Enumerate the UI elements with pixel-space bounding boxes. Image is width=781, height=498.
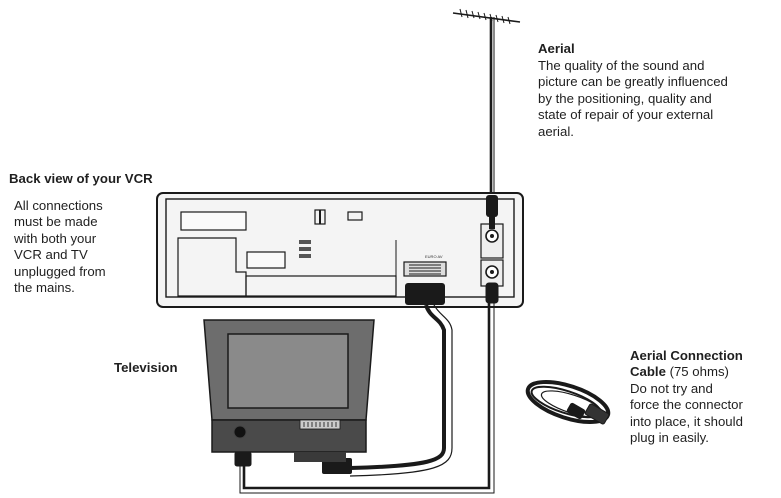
cable-title-word: Cable (630, 364, 666, 379)
aerial-description: The quality of the sound and picture can… (538, 58, 728, 139)
vcr-title: Back view of your VCR (9, 171, 153, 186)
aerial-title: Aerial (538, 41, 575, 56)
vcr-back-panel: EURO AV (156, 192, 524, 308)
television-graphic (203, 319, 375, 462)
aerial-plug (486, 195, 498, 229)
coiled-cable-icon (525, 379, 611, 425)
aerial-antenna (452, 8, 521, 195)
cable-subtitle: Cable (75 ohms) (630, 364, 729, 380)
cable-impedance: (75 ohms) (665, 364, 729, 379)
scart-cable (322, 283, 453, 477)
vcr-connection-note: All connections must be made with both y… (14, 198, 106, 296)
television-label: Television (114, 360, 178, 375)
cable-title: Aerial Connection (630, 348, 743, 363)
tv-aerial-cable (234, 282, 499, 494)
svg-text:EURO AV: EURO AV (425, 254, 443, 259)
cable-description: Do not try and force the connector into … (630, 381, 743, 446)
